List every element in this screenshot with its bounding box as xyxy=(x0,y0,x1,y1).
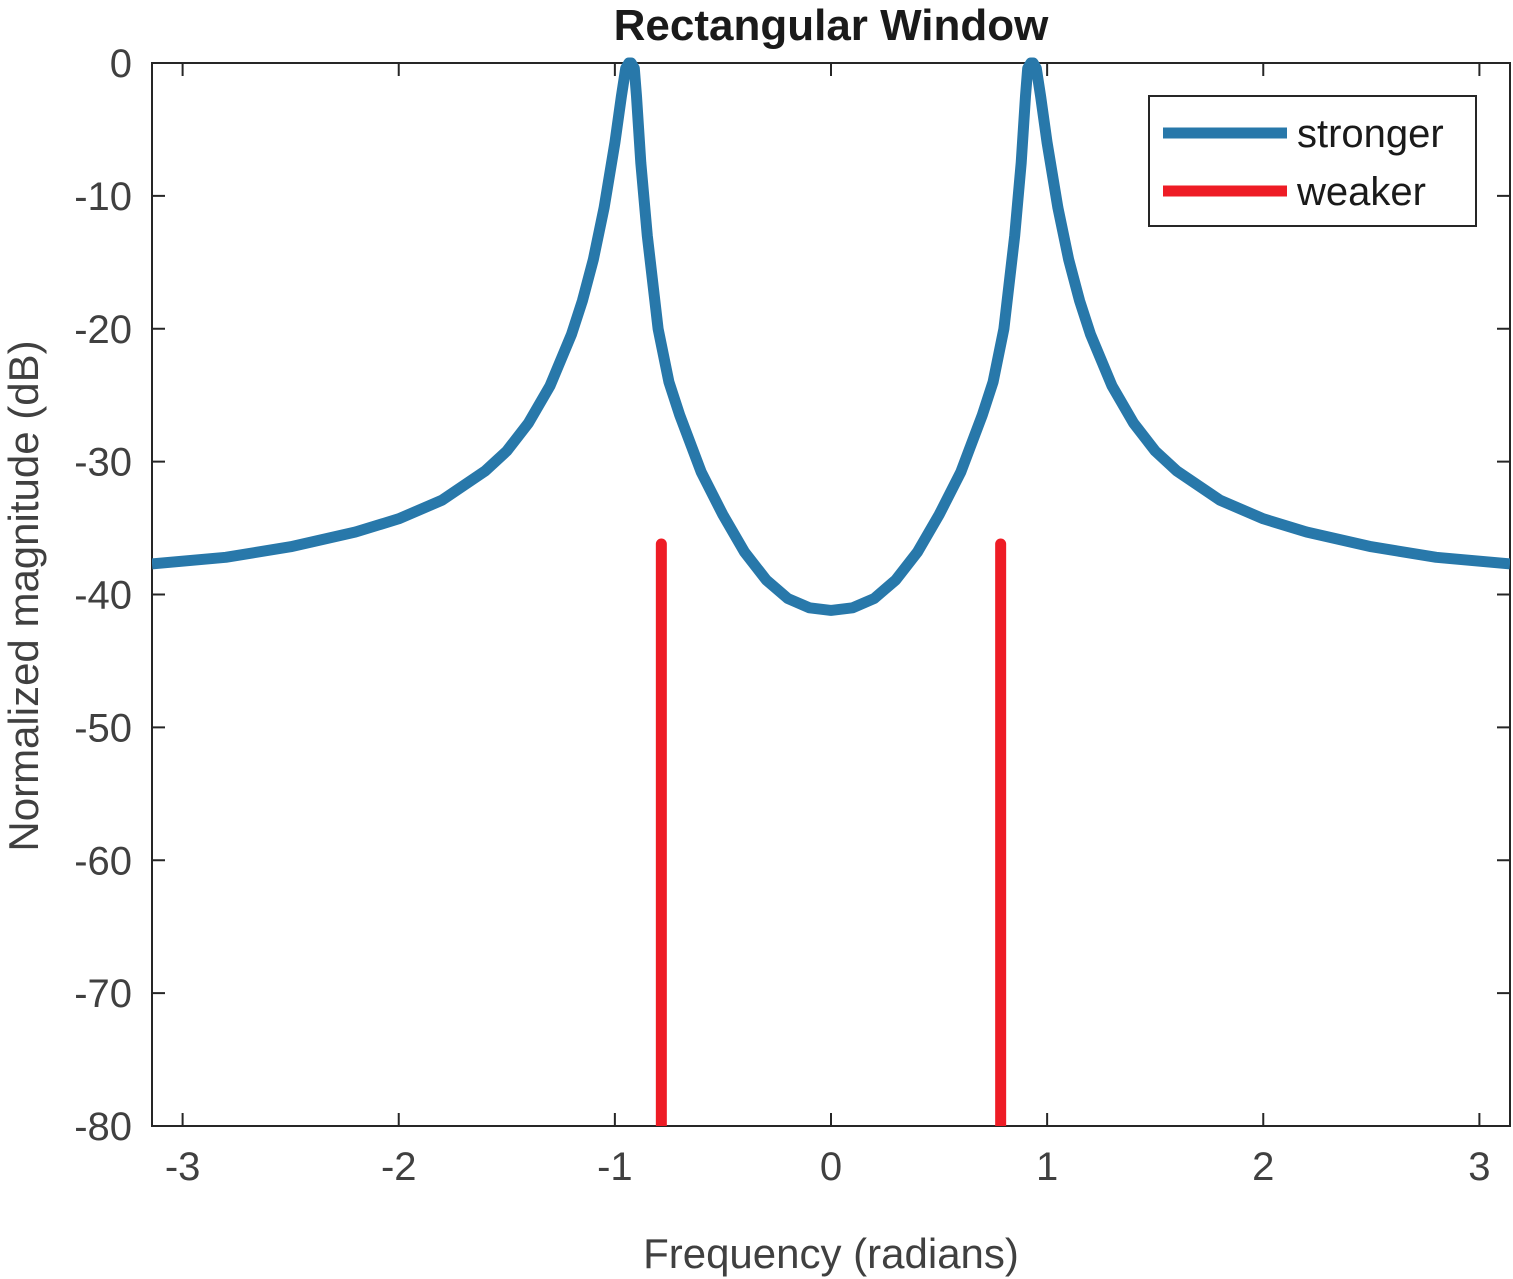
y-tick-label: -50 xyxy=(74,706,132,750)
x-tick-label: -1 xyxy=(597,1145,633,1189)
legend-label-weaker: weaker xyxy=(1296,170,1426,214)
x-axis: -3 -2 -1 0 1 2 3 xyxy=(165,63,1491,1189)
x-tick-label: -3 xyxy=(165,1145,201,1189)
y-tick-label: -10 xyxy=(74,175,132,219)
y-tick-label: -30 xyxy=(74,441,132,485)
x-tick-label: 2 xyxy=(1252,1145,1274,1189)
y-tick-label: -40 xyxy=(74,574,132,618)
y-tick-label: -70 xyxy=(74,972,132,1016)
y-axis-label: Normalized magnitude (dB) xyxy=(0,340,47,851)
series-line-stronger xyxy=(152,57,1510,616)
y-tick-label: -60 xyxy=(74,839,132,883)
chart-title: Rectangular Window xyxy=(614,1,1050,50)
y-tick-label: -20 xyxy=(74,308,132,352)
y-tick-label: -80 xyxy=(74,1105,132,1149)
legend-label-stronger: stronger xyxy=(1297,112,1444,156)
series-group xyxy=(152,57,1510,1126)
y-axis: 0 -10 -20 -30 -40 -50 -60 -70 -80 xyxy=(74,42,1510,1149)
x-axis-label: Frequency (radians) xyxy=(643,1230,1019,1277)
legend-box xyxy=(1148,95,1477,227)
x-tick-label: 1 xyxy=(1036,1145,1058,1189)
x-tick-label: -2 xyxy=(381,1145,417,1189)
x-tick-label: 0 xyxy=(820,1145,842,1189)
legend: stronger weaker xyxy=(1148,95,1477,227)
x-tick-label: 3 xyxy=(1468,1145,1490,1189)
y-tick-label: 0 xyxy=(110,42,132,86)
